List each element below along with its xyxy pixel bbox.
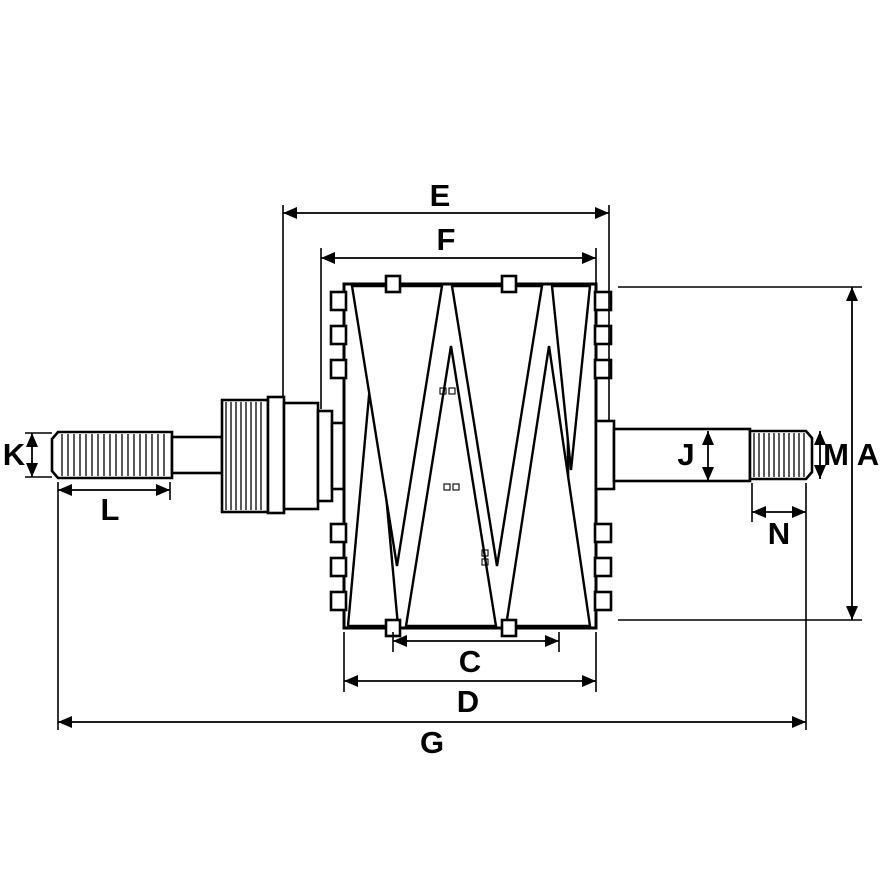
stamp-marks [439, 387, 489, 566]
left-edge-teeth [329, 290, 348, 612]
dimension-A: A [618, 286, 879, 621]
collar-ring-2 [282, 401, 320, 511]
collar-ring-1 [266, 395, 286, 515]
left-thread-hatch [225, 402, 262, 510]
dimension-G: G [57, 482, 807, 760]
dim-label-m: M [823, 437, 849, 472]
left-threaded-section [220, 398, 270, 514]
collar-ring-3 [316, 409, 334, 503]
dimension-L: L [58, 482, 171, 527]
right-thread-hatch [753, 433, 805, 477]
dim-label-k: K [3, 437, 26, 472]
dimension-M: M [814, 431, 849, 479]
dim-label-l: L [101, 492, 120, 527]
right-shaft [612, 427, 752, 483]
dimension-N: N [751, 483, 806, 551]
claw-poles-down [350, 284, 592, 567]
dimension-F: F [320, 222, 597, 409]
hub-neck [330, 421, 346, 491]
left-shaft-spline-hatch [61, 434, 165, 476]
dim-label-f: F [437, 222, 456, 257]
dimension-J: J [677, 431, 714, 481]
claw-poles-up [346, 345, 592, 628]
dimension-K: K [3, 432, 52, 478]
body-slot-notches [384, 274, 518, 638]
dim-label-a: A [857, 437, 879, 472]
dimension-C: C [392, 632, 560, 679]
right-step-ring [594, 419, 616, 491]
right-threaded-end [748, 429, 814, 481]
dimension-D: D [343, 632, 597, 719]
dim-label-n: N [768, 516, 790, 551]
dim-label-c: C [459, 644, 481, 679]
dimension-E: E [282, 178, 610, 420]
right-edge-teeth [593, 290, 613, 612]
dim-label-j: J [677, 437, 694, 472]
left-splined-shaft [50, 430, 174, 480]
dim-label-e: E [430, 178, 451, 213]
dim-label-d: D [457, 684, 479, 719]
dim-label-g: G [420, 725, 444, 760]
left-shaft-plain-segment [170, 435, 224, 475]
